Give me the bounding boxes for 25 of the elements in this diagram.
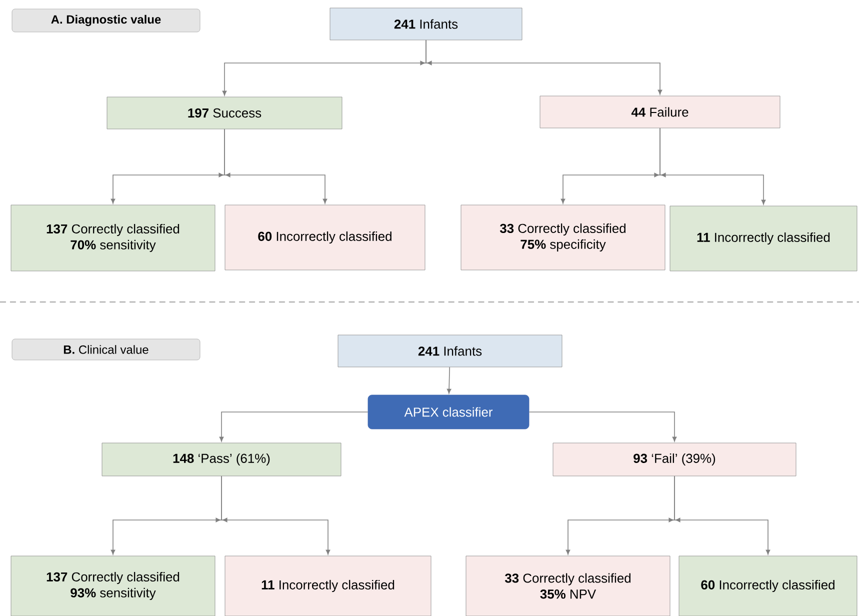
arrow (216, 476, 330, 555)
section-tab: B. Clinical value (12, 338, 200, 360)
result-box: 33 Correctly classified 75% specificity (460, 204, 666, 270)
arrow (668, 476, 770, 555)
arrow (420, 40, 662, 95)
result-box: 148 ‘Pass’ (61%) (102, 442, 342, 476)
result-box: 33 Correctly classified 35% NPV (466, 556, 670, 616)
arrow (528, 412, 677, 442)
arrow (219, 412, 368, 442)
arrow (218, 128, 328, 204)
result-box: 60 Incorrectly classified (224, 204, 426, 270)
process-box: 241 Infants (338, 334, 562, 368)
arrow (654, 128, 766, 205)
result-box: 11 Incorrectly classified (670, 206, 858, 272)
result-box: 11 Incorrectly classified (224, 556, 432, 616)
arrow (446, 366, 452, 394)
result-box: 137 Correctly classified 70% sensitivity (10, 204, 216, 272)
section-tab: A. Diagnostic value (12, 8, 200, 32)
result-box: 93 ‘Fail’ (39%) (552, 442, 796, 476)
result-box: 60 Incorrectly classified (678, 556, 858, 616)
result-box: 197 Success (106, 96, 342, 130)
process-box: 241 Infants (330, 8, 522, 40)
result-box: 137 Correctly classified 93% sensitivity (10, 556, 216, 616)
classifier-box: APEX classifier (368, 394, 530, 430)
result-box: 44 Failure (540, 96, 780, 128)
